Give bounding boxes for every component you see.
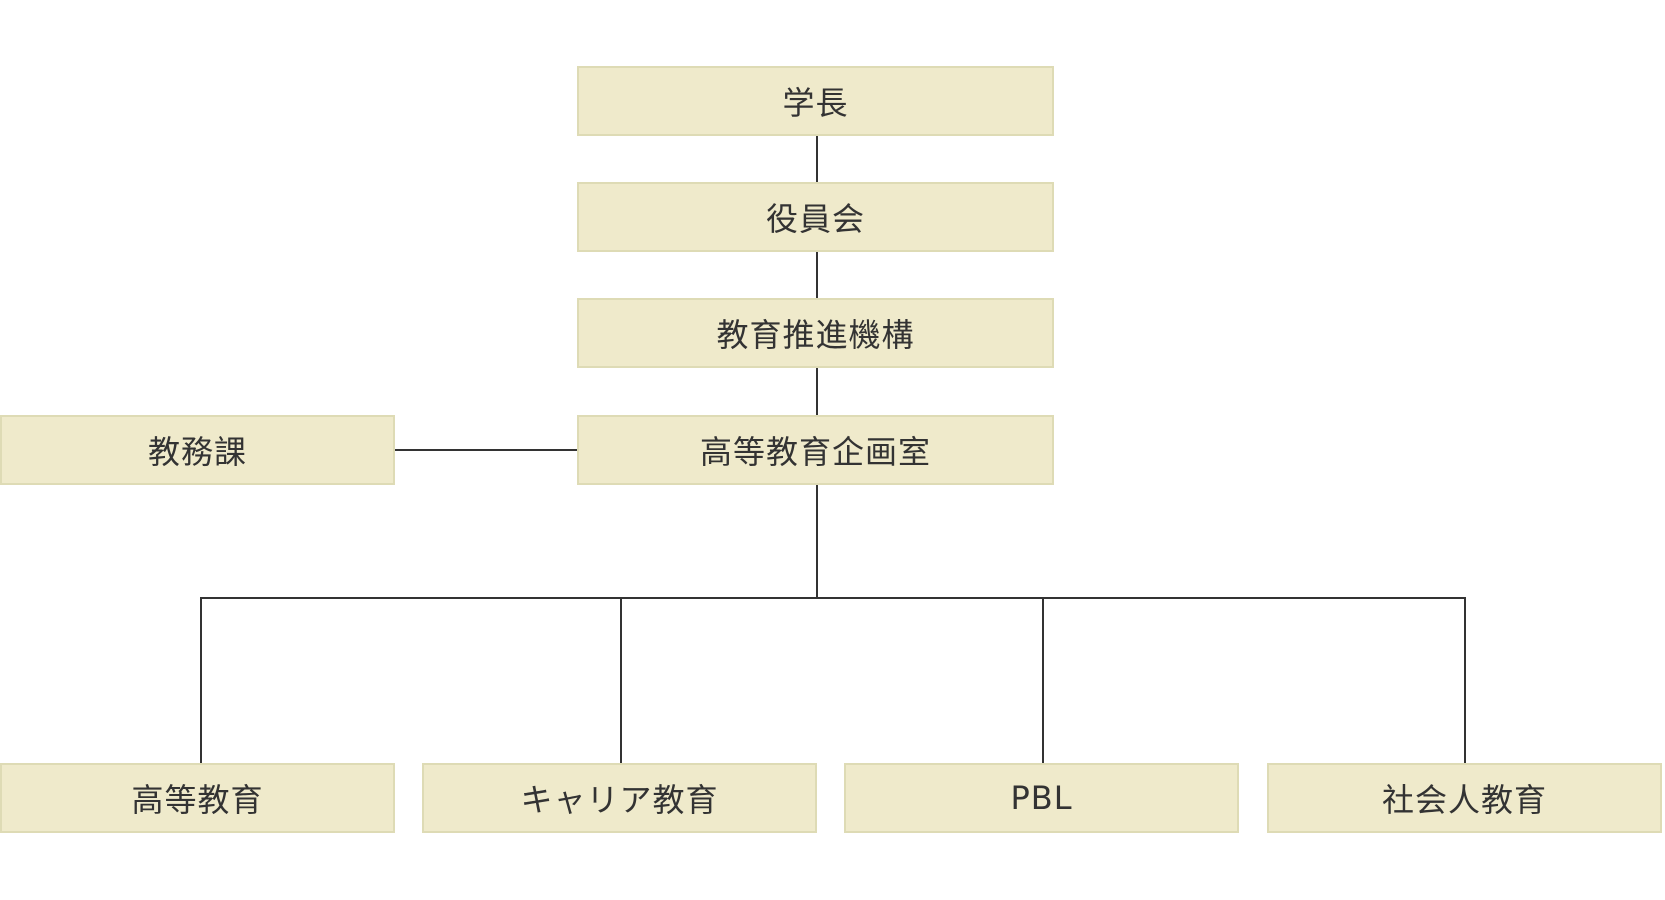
node-education-organization: 教育推進機構 <box>577 298 1054 368</box>
node-president: 学長 <box>577 66 1054 136</box>
node-division-4: 社会人教育 <box>1267 763 1662 833</box>
connector-division-4 <box>1464 597 1466 764</box>
node-division-2: キャリア教育 <box>422 763 817 833</box>
connector-planning-trunk <box>816 485 818 599</box>
connector-president-board <box>816 135 818 182</box>
connector-board-organization <box>816 252 818 299</box>
connector-academic-affairs <box>394 449 579 451</box>
connector-division-bus <box>200 597 1466 599</box>
node-planning-office: 高等教育企画室 <box>577 415 1054 485</box>
node-board: 役員会 <box>577 182 1054 252</box>
connector-organization-planning <box>816 368 818 415</box>
connector-division-2 <box>620 597 622 764</box>
node-division-1: 高等教育 <box>0 763 395 833</box>
node-division-3: PBL <box>844 763 1239 833</box>
connector-division-3 <box>1042 597 1044 764</box>
connector-division-1 <box>200 597 202 764</box>
node-academic-affairs: 教務課 <box>0 415 395 485</box>
